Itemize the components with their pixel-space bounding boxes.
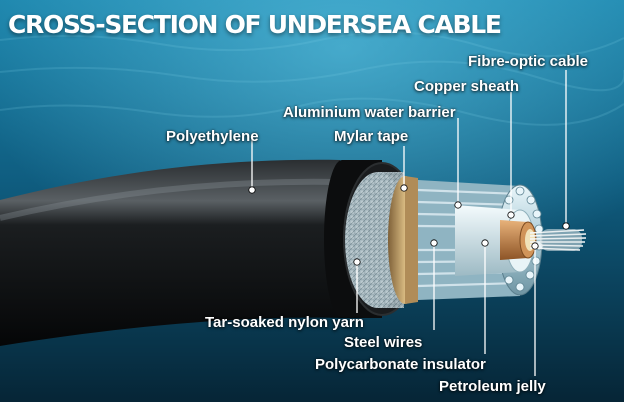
cable-highlight [0, 178, 339, 221]
label-tar-soaked-nylon-yarn: Tar-soaked nylon yarn [205, 314, 364, 331]
callout-dots [248, 184, 570, 266]
callout-lines [251, 70, 567, 376]
label-polyethylene: Polyethylene [166, 128, 259, 145]
label-steel-wires: Steel wires [344, 334, 423, 351]
label-copper-sheath: Copper sheath [414, 78, 520, 95]
label-mylar-tape: Mylar tape [334, 128, 409, 145]
label-polycarbonate-insulator: Polycarbonate insulator [315, 356, 486, 373]
label-fibre-optic-cable: Fibre-optic cable [468, 53, 589, 70]
cable-body [0, 159, 345, 346]
diagram-title: CROSS-SECTION OF UNDERSEA CABLE [8, 10, 502, 39]
mylar-tape-sleeve [405, 176, 418, 304]
fibre-optic-bundle [540, 229, 582, 251]
label-aluminium-water-barrier: Aluminium water barrier [283, 104, 456, 121]
label-petroleum-jelly: Petroleum jelly [439, 378, 546, 395]
water-ripples [0, 31, 624, 126]
